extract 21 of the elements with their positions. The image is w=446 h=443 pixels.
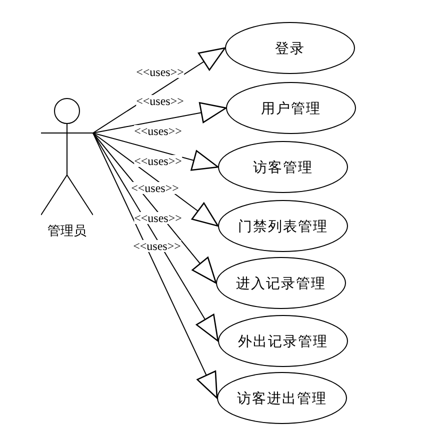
use-case-label: 外出记录管理 [238,332,328,350]
arrow [92,132,219,227]
edge-label: <<uses>> [134,155,182,167]
use-case-label: 用户管理 [261,98,321,118]
actor-label: 管理员 [48,224,86,237]
arrow [92,132,218,399]
arrow [92,132,219,171]
edge-label: <<uses>> [134,125,182,137]
edge-label: <<uses>> [133,240,181,252]
edge-label: <<uses>> [131,182,179,194]
arrow [92,102,227,134]
edge-label: <<uses>> [136,66,184,78]
use-case-label: 进入记录管理 [236,274,326,292]
use-case-label: 登录 [275,38,305,58]
use-case-label: 访客管理 [253,158,313,176]
use-case-label: 门禁列表管理 [238,216,328,236]
use-case-label: 访客进出管理 [237,388,327,408]
use-case-ellipse [218,315,348,367]
arrow [92,132,219,342]
edge-label: <<uses>> [136,95,184,107]
edge-label: <<uses>> [134,212,182,224]
